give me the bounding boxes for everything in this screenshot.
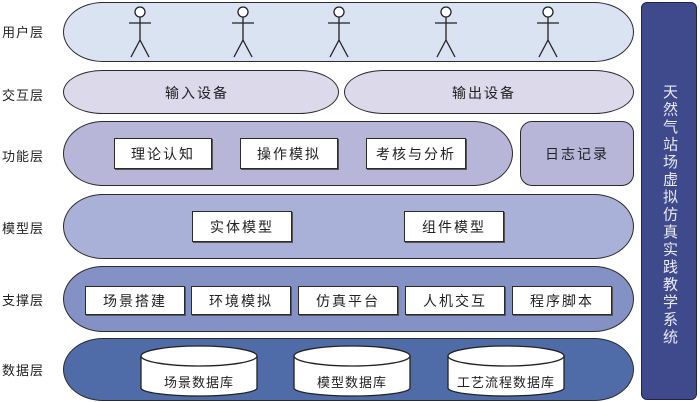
stick-figure-user-icon (537, 6, 559, 58)
stick-figure-user-icon (129, 6, 151, 58)
model-item-component: 组件模型 (404, 211, 504, 242)
log-record-box: 日志记录 (520, 121, 634, 186)
database-label: 场景数据库 (163, 376, 234, 391)
database-label: 模型数据库 (316, 376, 387, 391)
layer-label-data: 数据层 (2, 364, 45, 379)
database-cylinder-icon (140, 345, 258, 397)
stick-figure-user-icon (328, 6, 350, 58)
model-item-entity: 实体模型 (192, 211, 292, 242)
layer-label-model: 模型层 (2, 222, 45, 237)
model-layer-band (63, 194, 634, 259)
database-label: 工艺流程数据库 (456, 376, 555, 391)
support-item-hci: 人机交互 (405, 286, 505, 315)
input-device-pill (63, 70, 339, 114)
support-item-platform: 仿真平台 (298, 286, 398, 315)
system-title-panel: 天然气站场虚拟仿真实践教学系统 (641, 2, 697, 400)
layer-label-support: 支撑层 (2, 294, 45, 309)
layer-label-user: 用户层 (2, 26, 45, 41)
stick-figure-user-icon (232, 6, 254, 58)
function-item-operation: 操作模拟 (240, 138, 338, 169)
system-title: 天然气站场虚拟仿真实践教学系统 (661, 83, 679, 347)
layer-label-function: 功能层 (2, 150, 45, 165)
function-item-assessment: 考核与分析 (366, 138, 466, 169)
stick-figure-user-icon (435, 6, 457, 58)
output-device-label: 输出设备 (452, 86, 516, 102)
database-cylinder-icon (293, 345, 411, 397)
output-device-pill (344, 70, 634, 114)
support-item-scene: 场景搭建 (85, 286, 185, 315)
database-cylinder-icon (447, 345, 565, 397)
support-item-script: 程序脚本 (512, 286, 612, 315)
layer-label-interaction: 交互层 (2, 89, 45, 104)
function-item-theory: 理论认知 (114, 138, 212, 169)
input-device-label: 输入设备 (165, 86, 229, 102)
support-item-environment: 环境模拟 (191, 286, 291, 315)
user-layer-band (63, 2, 634, 62)
